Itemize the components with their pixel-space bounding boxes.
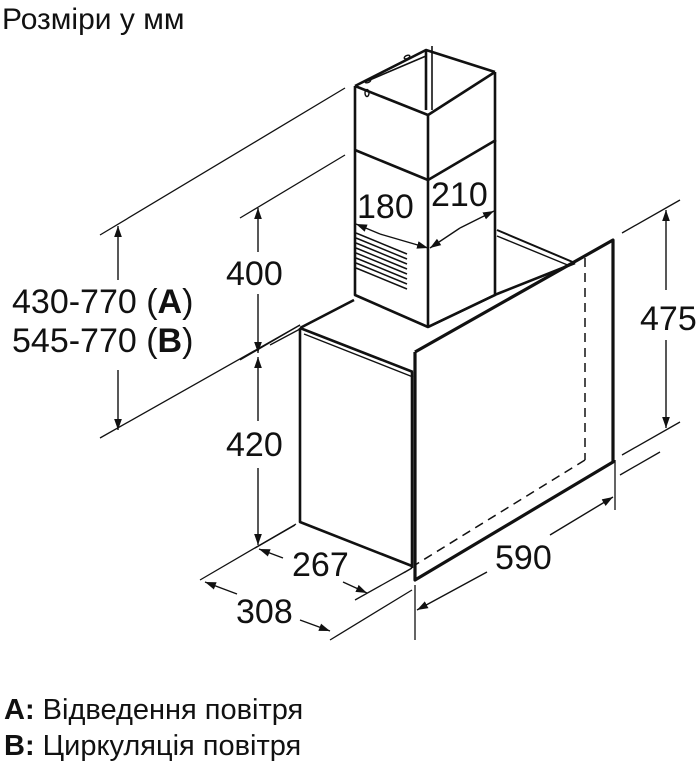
vent-grille-icon (355, 232, 408, 290)
legend-item-a: A: Відведення повітря (4, 693, 303, 727)
legend-key: B: (4, 730, 35, 762)
dim-width: 590 (495, 539, 552, 577)
hood-body (298, 229, 615, 582)
legend-key: A: (4, 694, 35, 726)
page-title: Розміри у мм (2, 3, 185, 36)
dim-total-depth: 308 (236, 593, 293, 631)
chimney (353, 46, 497, 329)
dim-chimney-depth: 210 (431, 176, 488, 214)
extension-lines (99, 87, 681, 641)
dim-total-height-b: 545-770 (B) (12, 322, 193, 360)
dim-glass-height: 475 (640, 300, 697, 338)
dim-total-height-a: 430-770 (A) (12, 283, 193, 321)
dim-chimney-height: 400 (226, 255, 283, 293)
legend-label: Відведення повітря (42, 694, 304, 726)
dim-body-depth: 267 (292, 546, 349, 584)
dimension-arrows (114, 208, 670, 632)
dim-body-height: 420 (226, 426, 283, 464)
dim-chimney-width: 180 (357, 188, 414, 226)
legend-label: Циркуляція повітря (42, 730, 302, 762)
hidden-edges (399, 258, 586, 576)
legend-item-b: B: Циркуляція повітря (4, 729, 301, 763)
